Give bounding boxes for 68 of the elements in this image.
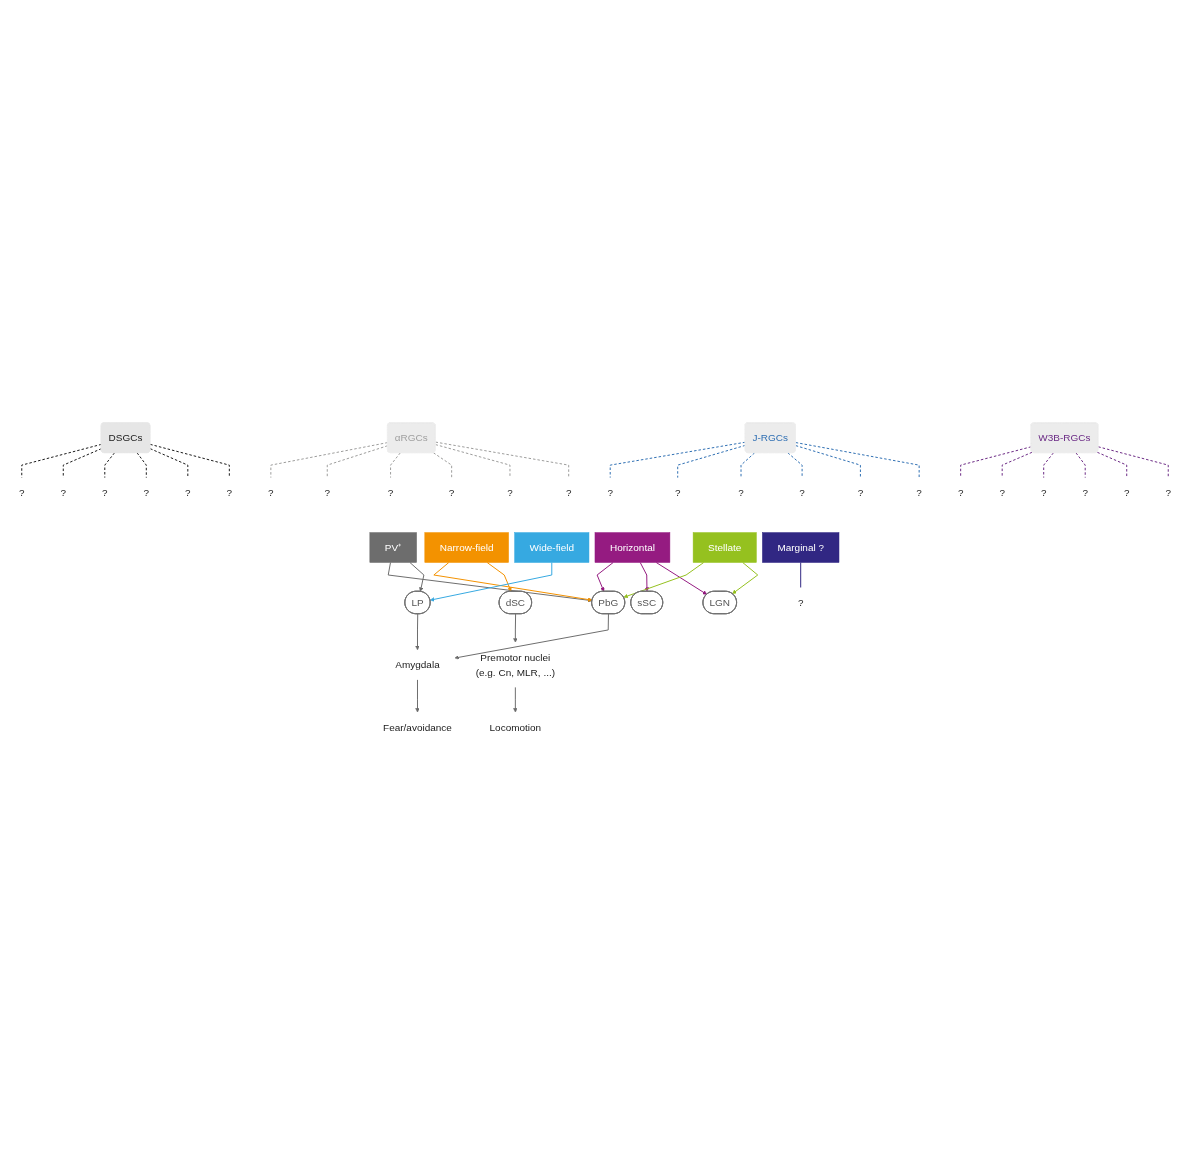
connector [1075, 452, 1086, 479]
node-text: ? [674, 487, 681, 499]
node-box: Marginal ? [762, 532, 840, 563]
node-text: ? [799, 487, 805, 499]
node-text: Amygdala [395, 659, 440, 671]
connector [609, 441, 746, 479]
connector [149, 443, 230, 479]
connector [270, 442, 389, 479]
node-text: ? [607, 487, 613, 499]
node-text: ? [957, 487, 964, 499]
arrow [415, 613, 420, 651]
connector [787, 452, 803, 479]
node-text: ? [102, 487, 108, 499]
node-box: Stellate [692, 532, 757, 563]
node-text: ? [268, 487, 274, 499]
arrow [433, 562, 593, 602]
node-text: ? [1165, 487, 1172, 499]
arrow [486, 562, 512, 592]
arrow [454, 613, 609, 660]
arrow [513, 686, 518, 713]
node-box: Wide-field [514, 532, 590, 563]
node-text: ? [143, 487, 150, 499]
node-text: ? [1040, 487, 1047, 499]
connector [795, 442, 920, 479]
arrow [596, 562, 614, 592]
arrow [415, 679, 420, 713]
connector [1043, 452, 1054, 479]
node-text: ? [857, 487, 864, 499]
connector [390, 452, 401, 479]
arrow [387, 562, 593, 603]
node-text: ? [738, 487, 744, 499]
node-text: ? [324, 487, 331, 499]
arrow [409, 562, 425, 592]
node-text: ? [18, 487, 25, 499]
connector [960, 446, 1032, 479]
node-text: ? [916, 487, 922, 499]
node-box: Narrow-field [424, 532, 509, 563]
connector [740, 452, 756, 479]
connector [21, 443, 102, 479]
node-box: PV⁺ [369, 532, 417, 563]
node-text: Locomotion [489, 721, 542, 733]
arrow [429, 562, 553, 602]
node-text: ? [565, 487, 572, 499]
node-text: ? [797, 596, 804, 608]
arrow [639, 562, 650, 592]
node-text: ? [1082, 487, 1088, 499]
arrow [623, 562, 705, 599]
node-text: ? [448, 487, 455, 499]
node-text: ? [999, 487, 1005, 499]
node-text: ? [507, 487, 513, 499]
connector [435, 441, 570, 479]
node-text: ? [226, 487, 233, 499]
node-text: ? [1123, 487, 1130, 499]
connector [136, 452, 147, 479]
node-text: Premotor nuclei (e.g. Cn, MLR, ...) [475, 651, 556, 678]
connector [104, 452, 115, 479]
connector [677, 444, 746, 479]
connector [800, 562, 802, 588]
connector [326, 445, 389, 479]
node-text: ? [60, 487, 67, 499]
arrow [732, 562, 759, 594]
arrow [655, 562, 708, 595]
node-text: Fear/avoidance [383, 721, 452, 733]
node-text: ? [387, 487, 394, 499]
node-box: Horizontal [594, 532, 671, 563]
arrow [513, 613, 518, 643]
node-text: ? [185, 487, 191, 499]
connector [1097, 446, 1169, 479]
